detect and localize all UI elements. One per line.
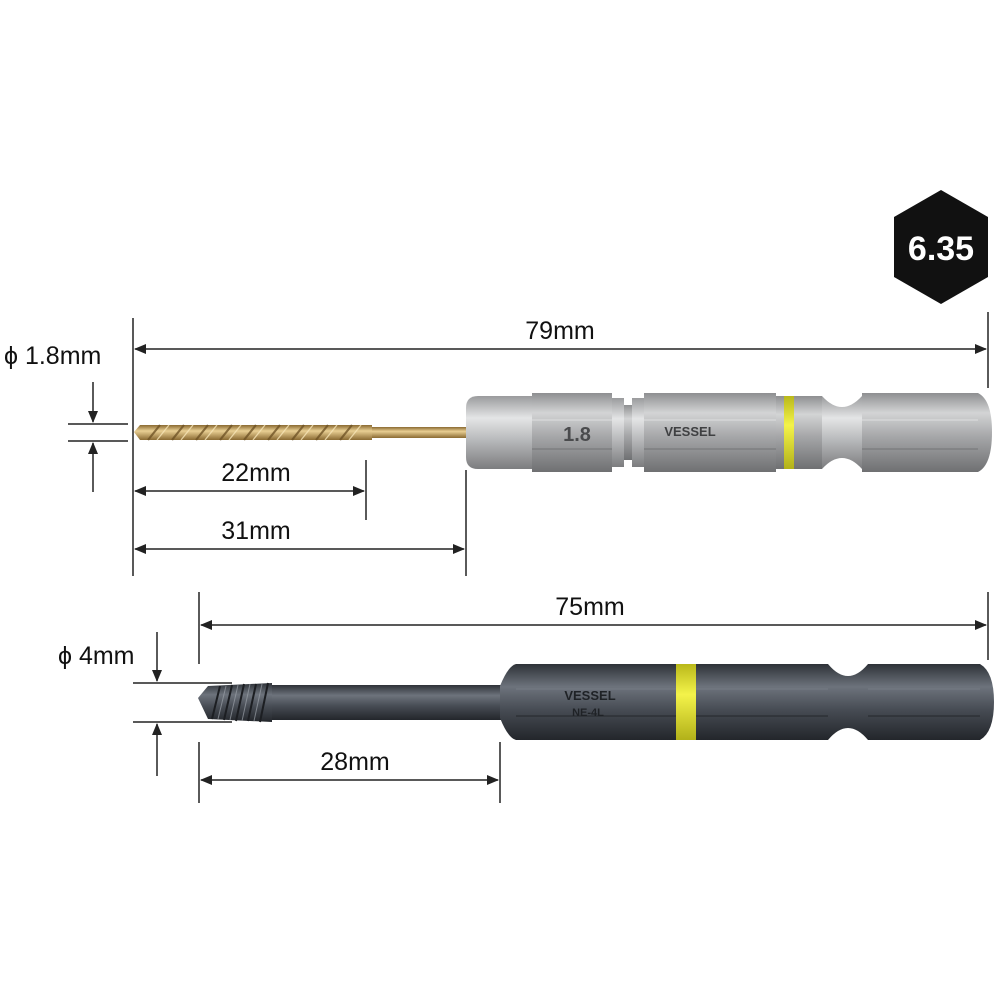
drill-shank-rod	[372, 427, 468, 438]
shank-length-label: 31mm	[221, 517, 290, 545]
drill-size-marking: 1.8	[563, 424, 591, 446]
drill-holder-body: 1.8 VESSEL	[466, 393, 992, 472]
extractor-brand-marking: VESSEL	[564, 688, 615, 703]
drill-flute	[134, 424, 372, 441]
total-length-label: 79mm	[525, 317, 594, 345]
tip-length-label: 28mm	[320, 748, 389, 776]
extractor-shaft	[272, 685, 504, 720]
hex-size-label: 6.35	[908, 230, 974, 268]
extractor-model-marking: NE-4L	[572, 707, 604, 719]
yellow-ring	[676, 664, 696, 740]
extractor-tip	[198, 682, 272, 723]
hex-shank-badge: 6.35	[894, 190, 988, 304]
total-length-label: 75mm	[555, 593, 624, 621]
drill-diameter-label: ϕ 1.8mm	[4, 342, 101, 370]
extractor-diameter-label: ϕ 4mm	[58, 642, 135, 670]
drill-bit: 79mm 22mm 31mm ϕ 1.8mm	[4, 312, 992, 576]
extractor-bit: 75mm 28mm ϕ 4mm	[58, 592, 994, 803]
extractor-hex-body: VESSEL NE-4L	[500, 664, 994, 740]
flute-length-label: 22mm	[221, 459, 290, 487]
yellow-ring	[784, 396, 794, 469]
hexagon-icon	[894, 190, 988, 304]
drill-brand-marking: VESSEL	[664, 424, 715, 439]
